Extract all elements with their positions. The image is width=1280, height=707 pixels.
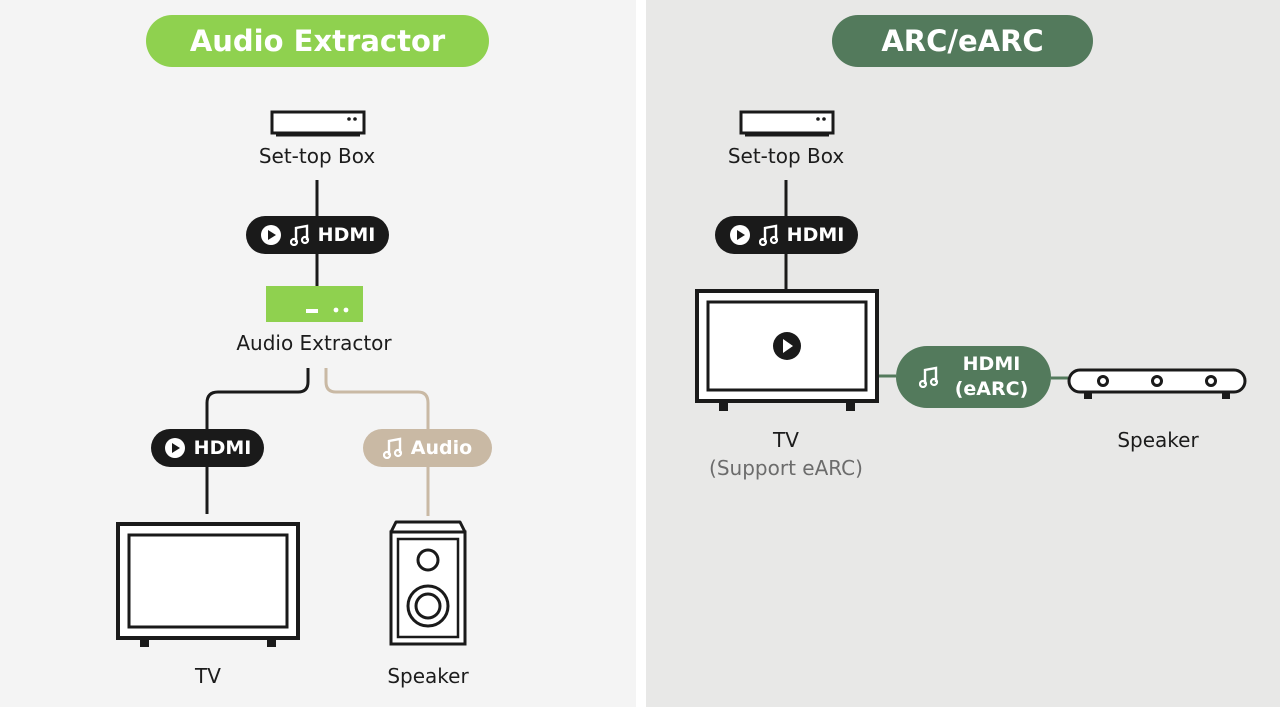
hdmi-badge-tv: HDMI: [151, 429, 264, 467]
tv-icon: [695, 289, 879, 411]
hdmi-badge-tv-label: HDMI: [193, 437, 252, 459]
play-icon: [164, 438, 185, 458]
play-icon: [260, 225, 281, 245]
audio-extractor-title: Audio Extractor: [146, 15, 489, 67]
arc-earc-panel: ARC/eARC Set-top Box HDMI: [646, 0, 1280, 707]
hdmi-earc-badge-line1: HDMI: [962, 353, 1021, 375]
speaker-label: Speaker: [1117, 428, 1199, 452]
bookshelf-speaker-icon: [389, 520, 467, 646]
music-note-icon: [382, 437, 402, 459]
play-icon: [729, 225, 750, 245]
audio-extractor-icon: [266, 286, 363, 322]
hdmi-badge-top-label: HDMI: [786, 224, 845, 246]
arc-earc-title: ARC/eARC: [832, 15, 1093, 67]
set-top-box-icon: [739, 110, 835, 137]
tv-label: TV: [195, 664, 221, 688]
music-note-icon: [758, 224, 778, 246]
tv-sublabel: (Support eARC): [709, 456, 863, 480]
music-note-icon: [289, 224, 309, 246]
set-top-box-icon: [270, 110, 366, 137]
soundbar-icon: [1067, 368, 1247, 399]
tv-label: TV: [773, 428, 799, 452]
speaker-label: Speaker: [387, 664, 469, 688]
audio-extractor-panel: Audio Extractor Set-top Box HDMI: [0, 0, 636, 707]
set-top-box-label: Set-top Box: [258, 144, 376, 168]
audio-badge-label: Audio: [410, 437, 473, 459]
audio-extractor-label: Audio Extractor: [236, 331, 392, 355]
hdmi-badge-top-label: HDMI: [317, 224, 376, 246]
hdmi-badge-top: HDMI: [715, 216, 858, 254]
hdmi-earc-badge-line2: (eARC): [954, 378, 1029, 400]
hdmi-badge-top: HDMI: [246, 216, 389, 254]
music-note-icon: [918, 366, 938, 388]
tv-icon: [116, 522, 300, 647]
audio-badge: Audio: [363, 429, 492, 467]
hdmi-earc-badge-text: HDMI (eARC): [955, 352, 1029, 402]
hdmi-earc-badge: HDMI (eARC): [896, 346, 1051, 408]
set-top-box-label: Set-top Box: [727, 144, 845, 168]
